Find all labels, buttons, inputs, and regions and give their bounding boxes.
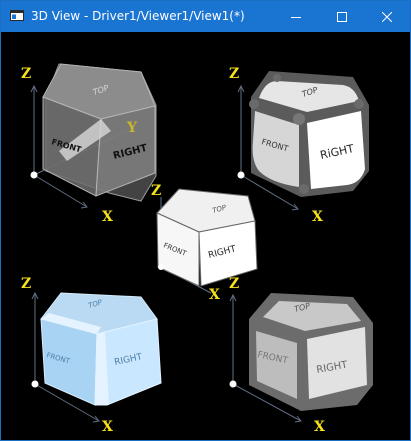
- face-label-top: TOP: [87, 298, 103, 310]
- axis-label-x: X: [314, 419, 325, 435]
- origin-dot: [30, 171, 38, 179]
- axis-label-y: Y: [126, 120, 138, 136]
- cube-light-blue[interactable]: TOP FRONT RIGHT Z X: [21, 276, 162, 435]
- cube-transparent-gray[interactable]: TOP FRONT RIGHT Z Y X: [21, 63, 157, 225]
- axis-label-x: X: [102, 419, 113, 435]
- axis-label-z: Z: [229, 66, 239, 82]
- axis-label-x: X: [102, 209, 113, 225]
- axis-label-z: Z: [151, 183, 161, 199]
- axis-label-x: X: [209, 287, 220, 303]
- axis-label-x: X: [312, 209, 323, 225]
- origin-dot: [31, 380, 39, 388]
- window-title: 3D View - Driver1/Viewer1/View1(*): [31, 9, 245, 23]
- maximize-button[interactable]: [319, 1, 365, 32]
- axis-label-z: Z: [21, 276, 31, 292]
- title-bar[interactable]: 3D View - Driver1/Viewer1/View1(*): [1, 1, 410, 32]
- cube-plain-white[interactable]: TOP FRONT RIGHT Z X: [151, 183, 258, 303]
- face-label-top: TOP: [293, 301, 311, 314]
- origin-dot: [237, 171, 245, 179]
- axis-triad: [237, 84, 299, 211]
- axis-triad: [229, 293, 302, 423]
- axis-label-z: Z: [21, 66, 31, 82]
- window-icon: [10, 10, 24, 21]
- cube-gray-chamfer[interactable]: TOP FRONT RIGHT Z X: [229, 276, 373, 435]
- face-label-top: TOP: [211, 203, 227, 215]
- viewport-3d[interactable]: TOP FRONT RIGHT Z Y X: [1, 32, 410, 440]
- maximize-icon: [337, 11, 347, 22]
- minimize-icon: [291, 16, 301, 18]
- axis-triad: [31, 291, 100, 423]
- minimize-button[interactable]: [273, 1, 319, 32]
- close-icon: [382, 11, 392, 22]
- origin-dot: [229, 380, 237, 388]
- cube-rounded-white[interactable]: TOP FRONT RiGHT Z X: [229, 66, 369, 225]
- axis-label-z: Z: [229, 276, 239, 292]
- close-button[interactable]: [364, 1, 410, 32]
- scene-svg: TOP FRONT RIGHT Z Y X: [21, 63, 373, 435]
